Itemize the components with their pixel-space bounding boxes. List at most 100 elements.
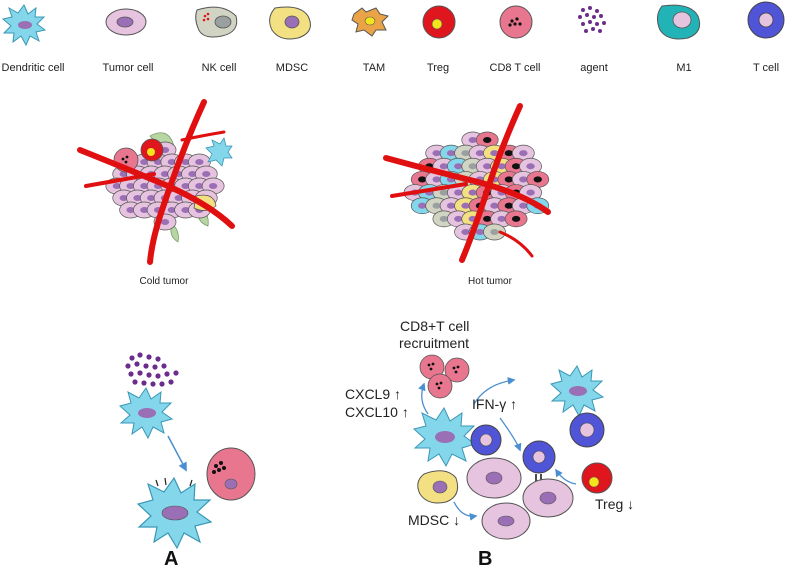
panel-a-dendritic-cell-icon	[118, 386, 174, 440]
cluster-cell-nucleus	[181, 182, 190, 190]
panel-b-cd8-cluster	[419, 354, 470, 399]
cluster-cell-nucleus	[468, 136, 477, 144]
panel-b	[412, 354, 613, 540]
cluster-cell-nucleus	[490, 202, 499, 209]
legend-label-cd8-t-cell: CD8 T cell	[489, 62, 541, 74]
cluster-cell-nucleus	[147, 194, 156, 202]
ifng-label: IFN-γ ↑	[472, 396, 518, 412]
cluster-cell-nucleus	[174, 194, 183, 202]
legend-label-m1: M1	[676, 62, 692, 74]
treg-down-arrow: ↓	[627, 496, 635, 512]
cluster-cell-nucleus	[504, 202, 514, 209]
recruitment-label-line1: CD8+T cell	[400, 318, 470, 334]
cluster-cell-nucleus	[526, 163, 535, 170]
legend-label-tumor-cell: Tumor cell	[102, 62, 154, 74]
cluster-cell-nucleus	[475, 150, 485, 157]
cluster-cell-nucleus	[167, 158, 177, 166]
cluster-cell-nucleus	[188, 170, 197, 178]
cluster-cell-nucleus	[504, 150, 514, 157]
cluster-cell-nucleus	[461, 228, 470, 236]
cluster-cell-nucleus	[490, 150, 499, 157]
mdsc-decrease-label: MDSC ↓	[408, 512, 461, 528]
panel-a-cd8-t-cell-icon	[206, 447, 256, 501]
cluster-cell-nucleus	[418, 202, 427, 209]
cluster-cell-nucleus	[490, 228, 499, 236]
legend-m1-icon	[656, 4, 701, 40]
cluster-cell-nucleus	[454, 189, 463, 196]
cluster-cell-nucleus	[483, 215, 492, 222]
cluster-cell-nucleus	[439, 215, 449, 222]
legend-dendritic-cell-icon	[1, 4, 47, 47]
cluster-cell-nucleus	[195, 158, 204, 166]
cluster-cell-nucleus	[112, 182, 122, 190]
cluster-cell-nucleus	[454, 163, 463, 170]
panel-b-treg-icon	[581, 462, 613, 494]
cluster-cell-nucleus	[167, 206, 177, 214]
panel-a-letter: A	[164, 548, 179, 570]
panel-a-arrow	[167, 435, 187, 472]
legend-label-t-cell: T cell	[752, 62, 780, 74]
cluster-cell-nucleus	[497, 215, 506, 222]
cxcl10-up-arrow: ↑	[401, 404, 409, 420]
cluster-cell-nucleus	[519, 176, 528, 183]
hot-tumor-label: Hot tumor	[468, 276, 512, 287]
legend-label-agent: agent	[580, 62, 608, 74]
cluster-cell-nucleus	[461, 150, 470, 157]
cluster-cell-nucleus	[511, 163, 521, 170]
legend-nk-cell-icon	[195, 6, 238, 38]
cluster-cell-nucleus	[432, 150, 441, 157]
cluster-cell-nucleus	[160, 170, 170, 178]
cluster-cell-nucleus	[208, 182, 218, 190]
panel-b-mdsc-icon	[417, 470, 459, 504]
recruitment-label-line2: recruitment	[399, 335, 470, 351]
cluster-cell-nucleus	[439, 163, 449, 170]
hot-tumor-illustration	[383, 103, 551, 263]
cluster-cell-nucleus	[468, 163, 477, 170]
cluster-cell-nucleus	[519, 150, 528, 157]
cluster-cell-nucleus	[160, 218, 170, 226]
cluster-cell-nucleus	[446, 150, 456, 157]
cluster-cell-nucleus	[119, 170, 128, 178]
cluster-cell-nucleus	[468, 189, 477, 196]
legend-t-cell-icon	[747, 1, 785, 39]
cluster-cell-nucleus	[504, 176, 514, 183]
cluster-cell-nucleus	[461, 202, 470, 209]
cluster-cell-nucleus	[418, 176, 427, 183]
cxcl9-up-arrow: ↑	[394, 386, 402, 402]
panel-b-letter: B	[478, 548, 493, 570]
cluster-cell-nucleus	[497, 163, 506, 170]
panel-b-t-cell-left-icon	[470, 424, 502, 456]
treg-decrease-label: Treg ↓	[595, 496, 635, 512]
legend-label-tam: TAM	[362, 62, 386, 74]
cluster-cell-nucleus	[126, 182, 135, 190]
cluster-cell-nucleus	[181, 206, 190, 214]
panel-a-agent-cluster	[125, 352, 179, 387]
cluster-cell-nucleus	[533, 176, 542, 183]
cluster-cell-nucleus	[454, 215, 463, 222]
panel-a-mature-dendritic-cell-icon	[136, 476, 213, 550]
panel-b-dendritic-cell-left-icon	[412, 406, 477, 468]
cluster-cell-nucleus	[133, 194, 142, 202]
cluster-cell-nucleus	[439, 189, 449, 196]
cluster-cell-nucleus	[140, 182, 149, 190]
panel-b-t-cell-right-icon	[569, 412, 605, 448]
cluster-cell-nucleus	[432, 176, 441, 183]
legend-icons	[1, 1, 785, 47]
cluster-cell-nucleus	[511, 215, 521, 222]
mdsc-down-arrow: ↓	[453, 512, 461, 528]
legend-label-mdsc: MDSC	[275, 62, 309, 74]
cxcl9-label: CXCL9 ↑	[345, 386, 402, 402]
legend-tam-icon	[351, 7, 389, 37]
panel-b-arrows	[418, 377, 577, 521]
legend-label-nk-cell: NK cell	[201, 62, 237, 74]
panel-b-dendritic-cell-right-icon	[549, 364, 605, 418]
cxcl10-label: CXCL10 ↑	[345, 404, 409, 420]
legend-label-dendritic-cell: Dendritic cell	[1, 62, 65, 74]
cluster-cell-nucleus	[519, 202, 528, 209]
cold-tumor-illustration	[77, 99, 235, 265]
cluster-cell-nucleus	[483, 136, 492, 144]
panel-b-t-cell-middle-icon	[522, 440, 556, 474]
cluster-cell-nucleus	[181, 158, 190, 166]
cluster-cell-nucleus	[140, 158, 149, 166]
legend-mdsc-icon	[269, 6, 311, 40]
